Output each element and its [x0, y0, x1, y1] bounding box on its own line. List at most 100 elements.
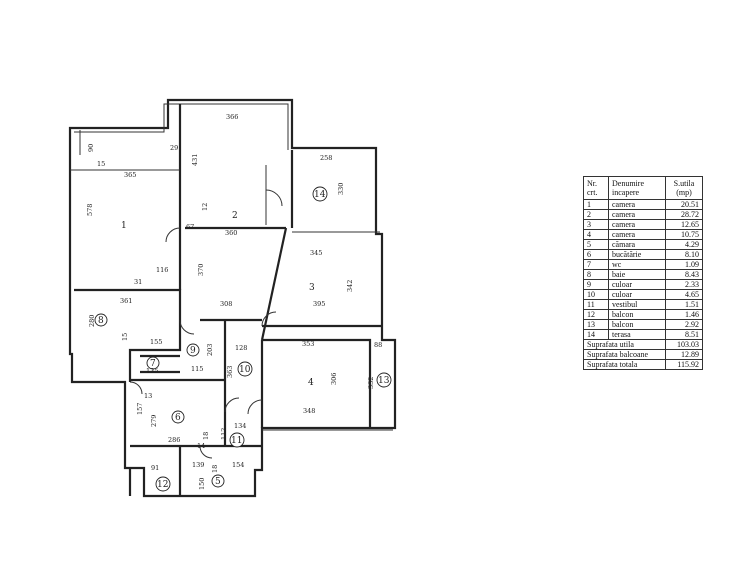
- dim-label: 90: [87, 144, 95, 152]
- dim-label: 330: [337, 183, 345, 195]
- room-label-2: 2: [232, 211, 238, 221]
- room-number-cell: 3: [583, 219, 609, 230]
- dim-label: 360: [225, 229, 237, 237]
- room-area-table: Nr. crt. Denumire incapere S.utila (mp) …: [583, 176, 703, 370]
- room-area-cell: 8.10: [665, 249, 703, 260]
- room-area-cell: 1.46: [665, 309, 703, 320]
- dim-label: 91: [151, 464, 159, 472]
- dim-label: 139: [192, 461, 204, 469]
- dim-label: 342: [346, 280, 354, 292]
- dim-label: 15: [97, 160, 105, 168]
- table-header-row: Nr. crt. Denumire incapere S.utila (mp): [583, 176, 703, 200]
- room-number-cell: 12: [583, 309, 609, 320]
- dim-label: 365: [124, 171, 136, 179]
- room-area-cell: 2.92: [665, 319, 703, 330]
- dim-label: 306: [330, 373, 338, 385]
- room-name-cell: camera: [608, 229, 666, 240]
- dim-label: 12: [201, 203, 209, 211]
- room-number-cell: 7: [583, 259, 609, 270]
- room-area-cell: 2.33: [665, 279, 703, 290]
- dim-label: 15: [121, 333, 129, 341]
- room-labels: 1 2 3 4 5 6 7 8 9 10 11 12 13 14: [94, 186, 392, 492]
- room-number-cell: 13: [583, 319, 609, 330]
- room-label-10: 10: [239, 365, 251, 375]
- dim-label: 578: [86, 204, 94, 216]
- dim-label: 363: [226, 366, 234, 378]
- dim-label: 431: [191, 154, 199, 166]
- total-label-cell: Suprafata totala: [583, 359, 666, 370]
- room-label-9: 9: [190, 346, 196, 356]
- dim-label: 150: [198, 478, 206, 490]
- room-name-cell: culoar: [608, 289, 666, 300]
- room-area-cell: 12.65: [665, 219, 703, 230]
- total-value-cell: 103.03: [665, 339, 703, 350]
- interior-walls: [70, 104, 382, 496]
- dim-label: 157: [136, 403, 144, 415]
- room-number-cell: 5: [583, 239, 609, 250]
- room-label-11: 11: [231, 436, 242, 446]
- room-label-5: 5: [215, 477, 221, 487]
- dim-label: 308: [220, 300, 232, 308]
- dim-label: 279: [150, 415, 158, 427]
- total-value-cell: 12.89: [665, 349, 703, 360]
- dim-label: 353: [302, 340, 314, 348]
- total-label-cell: Suprafata utila: [583, 339, 666, 350]
- room-label-14: 14: [314, 190, 326, 200]
- header-nr: Nr. crt.: [583, 176, 609, 200]
- dim-label: 155: [150, 338, 162, 346]
- dim-label: 258: [320, 154, 332, 162]
- room-number-cell: 4: [583, 229, 609, 240]
- room-area-cell: 4.29: [665, 239, 703, 250]
- room-label-4: 4: [308, 378, 314, 388]
- room-name-cell: camera: [608, 199, 666, 210]
- door-swings: [129, 189, 283, 459]
- dim-label: 67: [186, 223, 194, 231]
- room-number-cell: 8: [583, 269, 609, 280]
- room-name-cell: culoar: [608, 279, 666, 290]
- room-label-8: 8: [98, 316, 104, 326]
- room-label-1: 1: [121, 221, 127, 231]
- room-area-cell: 28.72: [665, 209, 703, 220]
- dim-label: 395: [313, 300, 325, 308]
- room-number-cell: 14: [583, 329, 609, 340]
- header-area: S.utila (mp): [665, 176, 703, 200]
- room-label-6: 6: [175, 413, 181, 423]
- room-label-3: 3: [309, 283, 315, 293]
- header-name: Denumire incapere: [608, 176, 666, 200]
- room-name-cell: camera: [608, 209, 666, 220]
- room-name-cell: baie: [608, 269, 666, 280]
- dim-label: 348: [303, 407, 315, 415]
- dim-label: 88: [374, 341, 382, 349]
- dim-label: 154: [232, 461, 244, 469]
- dim-label: 370: [197, 264, 205, 276]
- room-area-cell: 10.75: [665, 229, 703, 240]
- dim-label: 29: [170, 144, 178, 152]
- dim-label: 128: [235, 344, 247, 352]
- dim-label: 134: [234, 422, 246, 430]
- room-number-cell: 1: [583, 199, 609, 210]
- room-number-cell: 11: [583, 299, 609, 310]
- room-name-cell: vestibul: [608, 299, 666, 310]
- room-name-cell: terasa: [608, 329, 666, 340]
- room-area-cell: 4.65: [665, 289, 703, 300]
- dim-label: 13: [144, 392, 152, 400]
- dim-label: 115: [191, 365, 203, 373]
- dim-label: 345: [310, 249, 322, 257]
- room-name-cell: cămara: [608, 239, 666, 250]
- dim-label: 361: [120, 297, 132, 305]
- room-label-7: 7: [150, 359, 156, 369]
